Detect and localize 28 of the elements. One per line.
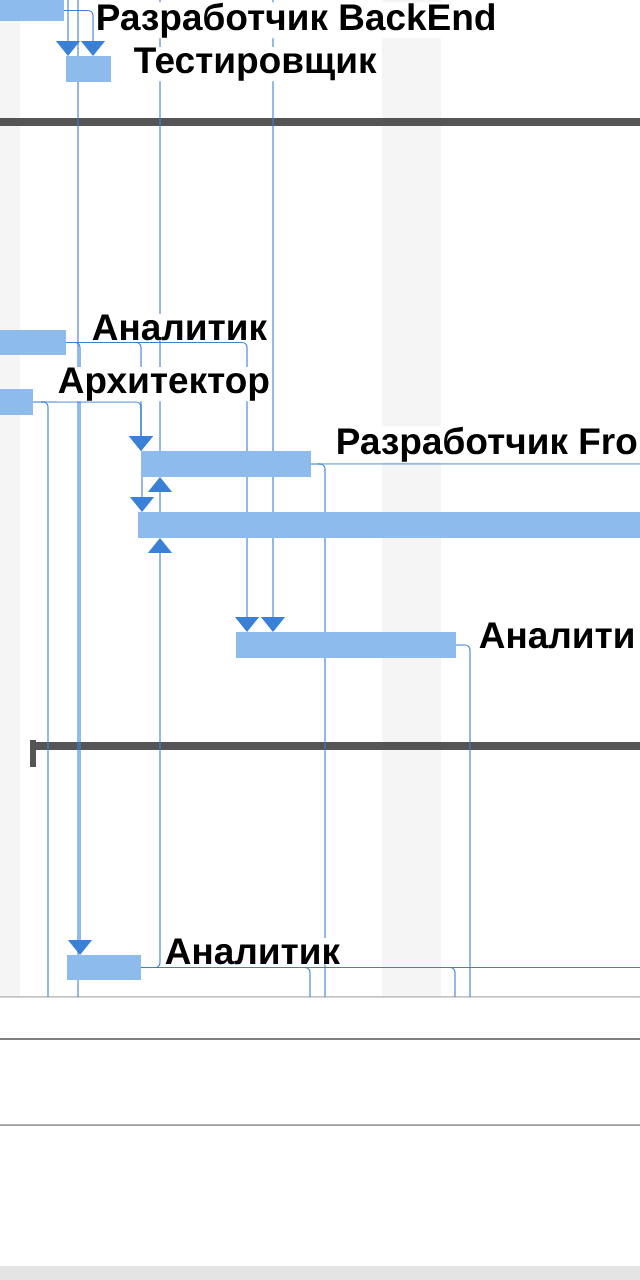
resource-label: Разработчик Fro bbox=[335, 426, 639, 463]
task-bar bbox=[138, 512, 640, 538]
link-line bbox=[65, 341, 74, 344]
link-arrow bbox=[63, 9, 106, 56]
resource-label: Аналитик bbox=[164, 938, 341, 965]
link-line bbox=[317, 463, 326, 513]
link-line bbox=[272, 476, 274, 513]
task-bar bbox=[0, 389, 33, 415]
task-bar bbox=[236, 632, 456, 658]
task-bar bbox=[141, 451, 311, 477]
link-line bbox=[447, 966, 640, 969]
link-line bbox=[310, 463, 319, 465]
link-line bbox=[324, 657, 326, 998]
resource-label: Разработчик BackEnd bbox=[95, 2, 497, 39]
task-bar bbox=[0, 330, 66, 355]
link-line bbox=[302, 966, 311, 998]
link-line bbox=[324, 537, 326, 633]
link-line bbox=[32, 401, 42, 403]
resource-label: Аналити bbox=[478, 622, 636, 649]
task-bar bbox=[67, 955, 141, 980]
task-bar bbox=[66, 56, 111, 82]
link-line bbox=[246, 476, 248, 513]
task-bar bbox=[0, 0, 64, 21]
link-line bbox=[140, 966, 154, 969]
resource-label: Аналитик bbox=[91, 314, 268, 341]
resource-label: Архитектор bbox=[57, 367, 271, 402]
resource-label: Тестировщик bbox=[133, 47, 377, 82]
link-line bbox=[40, 401, 49, 998]
